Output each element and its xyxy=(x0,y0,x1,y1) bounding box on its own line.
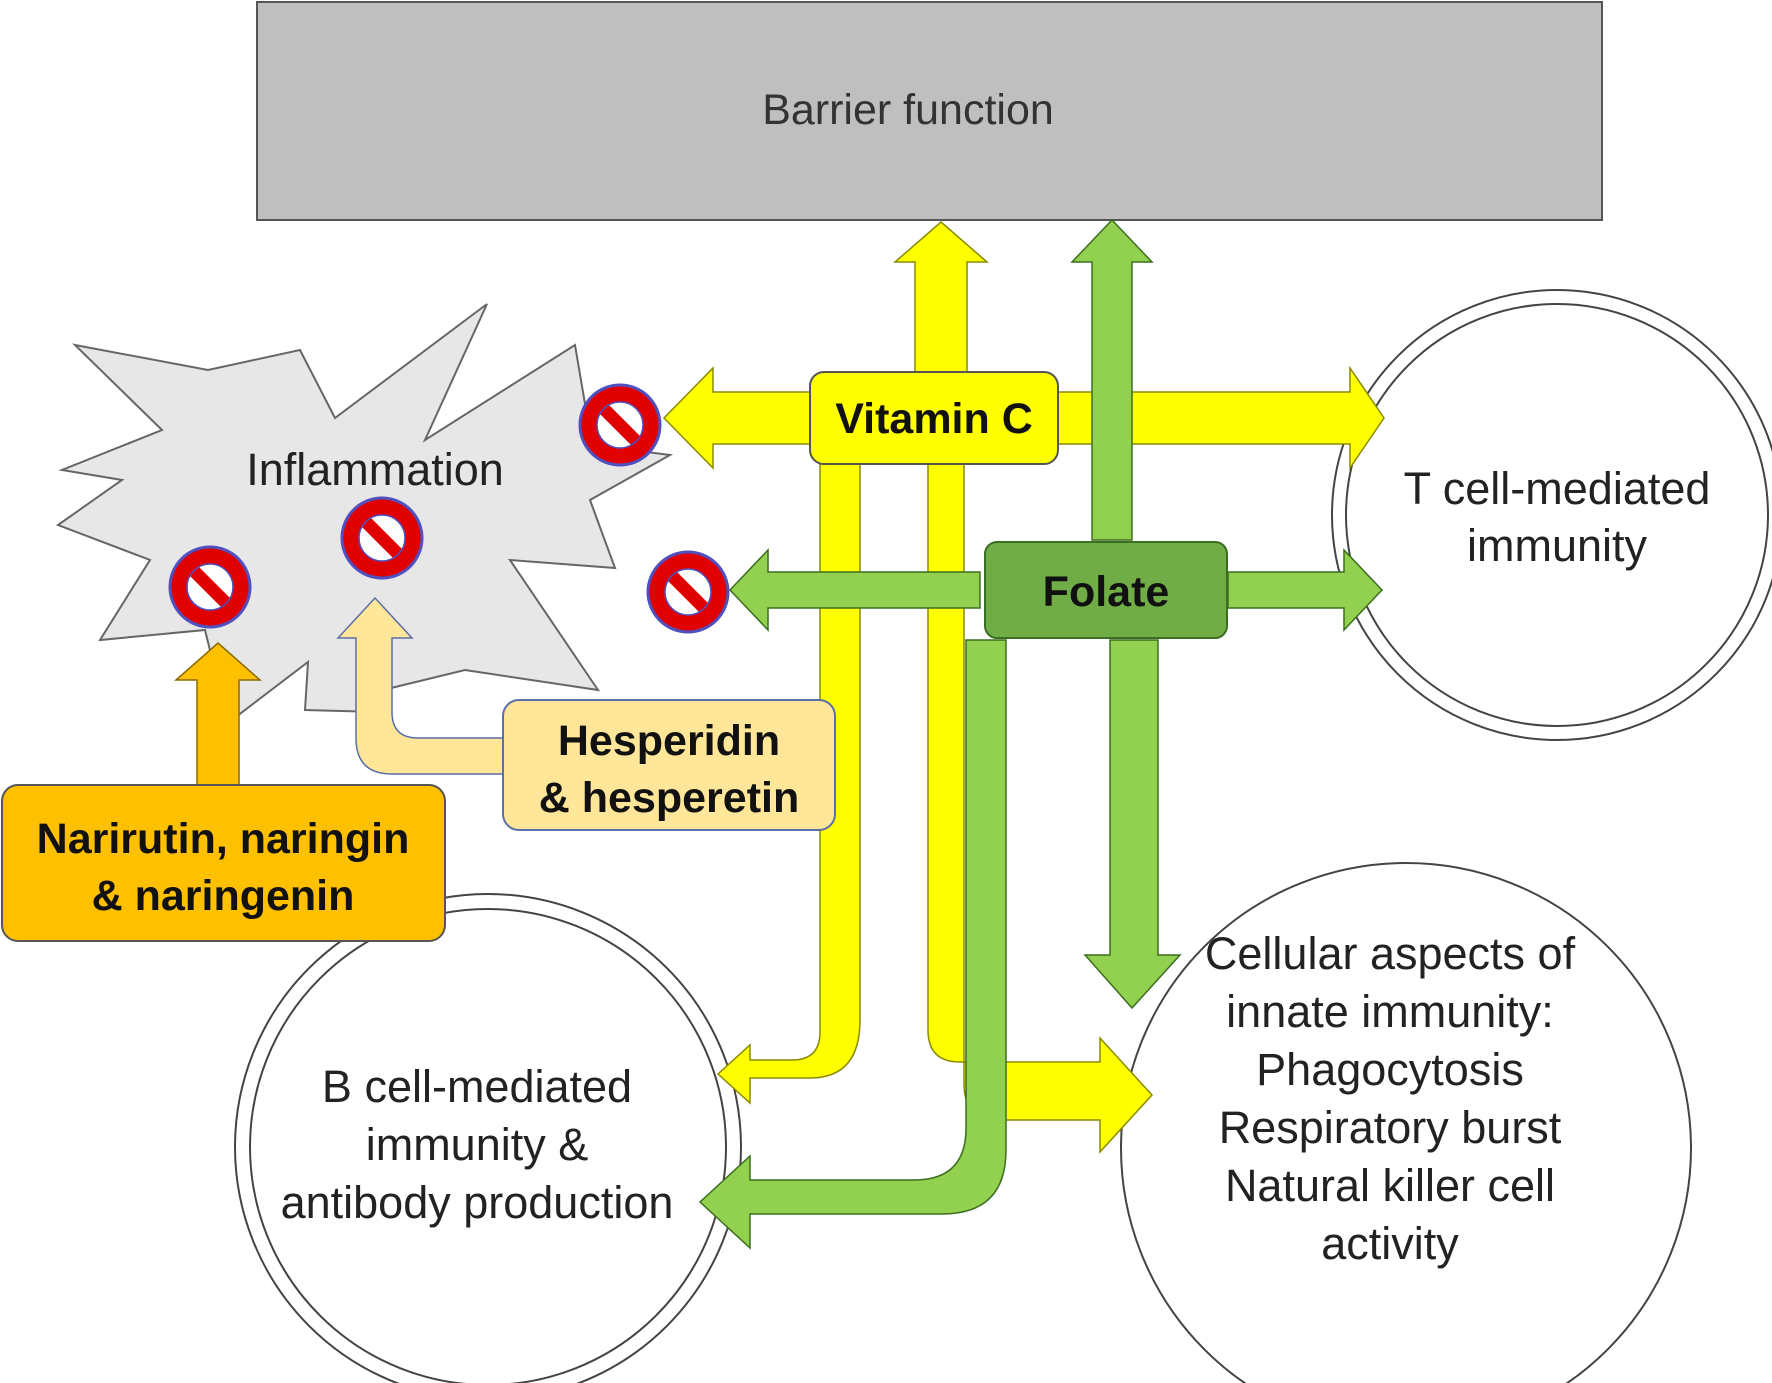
hesperidin-label-line2: & hesperetin xyxy=(539,774,799,822)
innate-label-line3: Phagocytosis xyxy=(1256,1044,1524,1095)
barrier-function-box: Barrier function xyxy=(256,1,1603,221)
prohibition-sign-icon xyxy=(578,383,662,467)
vitc-arrow-to-barrier xyxy=(892,221,990,376)
innate-label-line4: Respiratory burst xyxy=(1219,1102,1562,1153)
b-cell-label-line1: B cell-mediated xyxy=(322,1061,632,1112)
folate-arrow-to-innate xyxy=(1083,639,1182,1010)
prohibition-sign-icon xyxy=(646,550,730,634)
narirutin-label-line2: & naringenin xyxy=(92,872,355,920)
t-cell-node: T cell-mediated immunity xyxy=(1331,289,1772,741)
t-cell-label-line1: T cell-mediated xyxy=(1404,463,1711,514)
b-cell-label-line2: immunity & xyxy=(366,1119,589,1170)
vitamin-c-label: Vitamin C xyxy=(835,395,1033,443)
narirutin-label-line1: Narirutin, naringin xyxy=(37,815,410,863)
narirutin-arrow xyxy=(174,642,262,788)
prohibition-sign-icon xyxy=(340,496,424,580)
innate-label-line5: Natural killer cell xyxy=(1225,1160,1555,1211)
barrier-function-label: Barrier function xyxy=(762,86,1054,134)
innate-label-line1: Cellular aspects of xyxy=(1205,928,1576,979)
folate-label: Folate xyxy=(1043,568,1170,616)
hesperidin-arrow xyxy=(336,596,506,775)
folate-arrow-to-inflammation xyxy=(728,548,981,632)
folate-arrow-to-t-cell xyxy=(1227,548,1384,632)
hesperidin-node: Hesperidin & hesperetin xyxy=(502,699,836,831)
innate-label-line6: activity xyxy=(1321,1218,1459,1269)
folate-arrow-to-barrier xyxy=(1070,218,1154,541)
innate-label-line2: innate immunity: xyxy=(1226,986,1554,1037)
inflammation-label: Inflammation xyxy=(246,444,504,495)
vitc-arrow-to-b-cell xyxy=(716,461,861,1105)
vitc-arrow-to-inflammation xyxy=(662,366,813,470)
folate-node: Folate xyxy=(984,541,1228,639)
folate-arrow-to-b-cell xyxy=(698,639,1007,1250)
b-cell-node: B cell-mediated immunity & antibody prod… xyxy=(234,893,742,1383)
innate-immunity-node: Cellular aspects of innate immunity: Pha… xyxy=(1120,862,1692,1383)
prohibition-sign-icon xyxy=(168,545,252,629)
hesperidin-label-line1: Hesperidin xyxy=(558,717,780,765)
t-cell-label-line2: immunity xyxy=(1467,520,1648,571)
narirutin-node: Narirutin, naringin & naringenin xyxy=(1,784,446,942)
b-cell-label-line3: antibody production xyxy=(281,1177,674,1228)
vitamin-c-node: Vitamin C xyxy=(809,371,1059,465)
folate-arrows xyxy=(698,218,1384,1250)
vitamin-c-arrows xyxy=(662,221,1385,1154)
